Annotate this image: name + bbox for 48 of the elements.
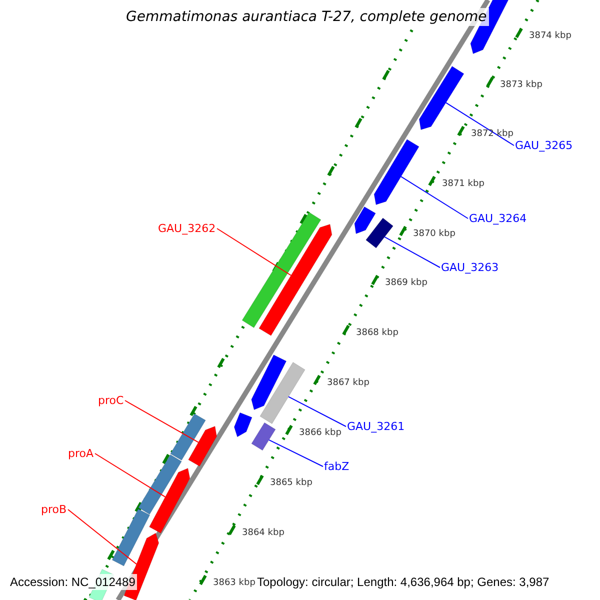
gene-block <box>112 508 150 566</box>
gene-label: GAU_3265 <box>515 139 573 152</box>
leader-line <box>68 509 137 565</box>
gene-label: GAU_3262 <box>158 222 216 235</box>
tick-label: 3863 kbp <box>213 578 256 588</box>
gene-label: fabZ <box>324 460 350 473</box>
gene-block <box>251 422 276 451</box>
gene-block <box>234 412 252 438</box>
gene-block <box>366 218 394 248</box>
gene-block <box>170 413 206 461</box>
gene-block <box>251 354 287 410</box>
gene-label: GAU_3263 <box>441 261 499 274</box>
tick-label: 3870 kbp <box>413 229 456 239</box>
gene-block <box>149 468 190 534</box>
tick-label: 3872 kbp <box>471 129 514 139</box>
tick-label: 3869 kbp <box>385 278 428 288</box>
leader-line <box>384 236 440 268</box>
gene-label: GAU_3264 <box>469 212 527 225</box>
title: Gemmatimonas aurantiaca T-27, complete genome <box>124 8 489 26</box>
gene-block <box>354 206 376 234</box>
leader-line <box>445 102 514 146</box>
leader-line <box>94 453 166 498</box>
tick-label: 3873 kbp <box>500 80 542 90</box>
gene-block <box>260 362 306 424</box>
leader-line <box>124 400 199 443</box>
gene-block <box>138 454 182 515</box>
tick-label: 3866 kbp <box>299 428 342 438</box>
gene-label: proC <box>98 394 124 407</box>
gene-label: proB <box>41 503 67 516</box>
tick-label: 3874 kbp <box>529 31 572 41</box>
leader-line <box>288 396 346 427</box>
gene-label: proA <box>68 447 94 460</box>
tick-label: 3868 kbp <box>356 328 398 338</box>
tick-label: 3865 kbp <box>270 478 312 488</box>
gene-block <box>188 426 217 466</box>
tick-label: 3871 kbp <box>442 179 484 189</box>
gene-block <box>258 224 332 336</box>
leader-line <box>268 439 324 467</box>
gene-block <box>418 66 464 130</box>
gene-block <box>242 212 322 328</box>
leader-line <box>216 228 292 276</box>
tick-label: 3867 kbp <box>327 378 370 388</box>
accession-text: Accession: NC_012489 <box>8 574 138 590</box>
tick-label: 3864 kbp <box>242 528 284 538</box>
gene-block <box>374 139 420 205</box>
leader-line <box>400 176 468 219</box>
genome-info-text: Topology: circular; Length: 4,636,964 bp; Genes: 3,987 <box>255 574 552 590</box>
gene-label: GAU_3261 <box>347 420 405 433</box>
